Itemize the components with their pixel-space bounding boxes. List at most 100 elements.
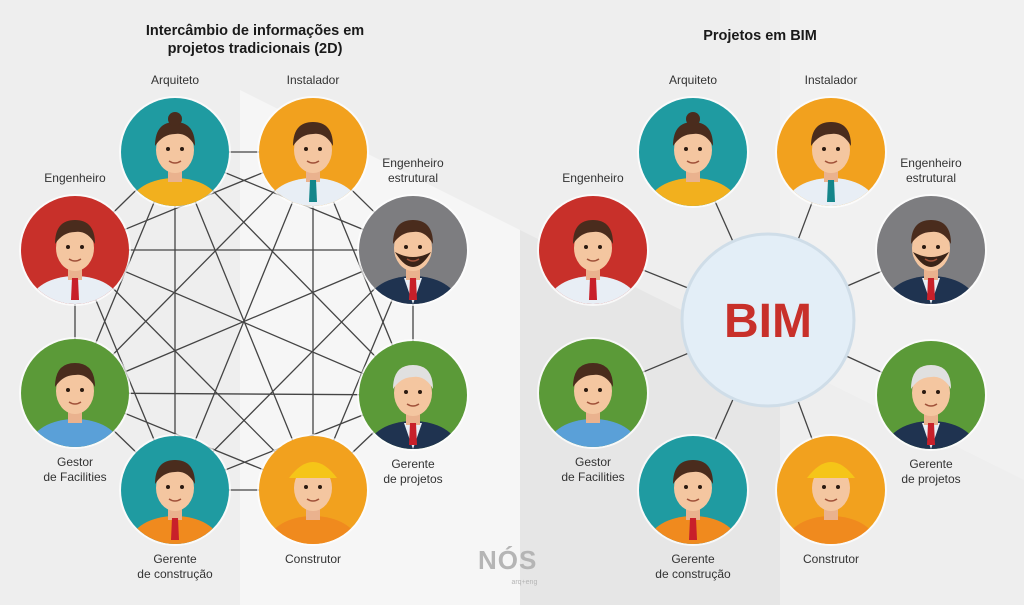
role-label-line: de projetos: [383, 472, 443, 486]
connection-line: [74, 249, 414, 394]
hair: [155, 460, 195, 484]
tie: [71, 278, 79, 300]
role-label-line: Engenheiro: [900, 156, 962, 170]
role-label-instalador-right: Instalador: [761, 73, 901, 88]
person-nodes: [19, 96, 987, 546]
avatar-arquiteto: [637, 96, 749, 208]
hair: [811, 122, 851, 146]
face: [912, 370, 950, 416]
logo-name: NÓS: [478, 545, 538, 575]
role-label-line: estrutural: [905, 171, 957, 185]
avatar-gerente-de-construcao: [119, 434, 231, 546]
tie: [589, 278, 597, 300]
body: [131, 516, 219, 544]
hair: [393, 220, 433, 244]
bim-hub-label: BIM: [724, 295, 812, 348]
role-label-line: Instalador: [804, 73, 858, 87]
avatar-engenheiro-estrutural: [875, 194, 987, 306]
role-label-line: Gerente: [391, 457, 435, 471]
role-label-line: de Facilities: [561, 470, 625, 484]
hair: [55, 220, 95, 244]
beard: [913, 252, 949, 267]
role-label-construtor-left: Construtor: [243, 552, 383, 567]
tie: [827, 180, 835, 202]
role-label-engenheiro-right: Engenheiro: [523, 171, 663, 186]
tie: [927, 278, 935, 300]
connection-line: [74, 151, 314, 394]
hard-hat: [807, 462, 855, 478]
face: [56, 368, 94, 414]
body: [649, 516, 737, 544]
hard-hat: [289, 462, 337, 478]
logo-tagline: arq+eng: [511, 579, 538, 586]
body: [649, 178, 737, 206]
hair: [673, 122, 713, 146]
body: [131, 178, 219, 206]
face: [294, 127, 332, 173]
face: [156, 465, 194, 511]
tie: [409, 423, 417, 445]
avatar-construtor: [257, 434, 369, 546]
beard: [395, 252, 431, 267]
face: [574, 225, 612, 271]
role-label-line: Arquiteto: [668, 73, 718, 87]
role-label-line: Gerente: [671, 552, 715, 566]
role-label-construtor-right: Construtor: [761, 552, 901, 567]
role-label-line: Instalador: [286, 73, 340, 87]
avatar-engenheiro-estrutural: [357, 194, 469, 306]
role-label-line: de construção: [655, 567, 731, 581]
role-label-line: de Facilities: [43, 470, 107, 484]
face: [674, 127, 712, 173]
avatar-arquiteto: [119, 96, 231, 208]
avatar-gerente-de-projetos: [875, 339, 987, 451]
role-label-line: estrutural: [387, 171, 439, 185]
role-label-line: de construção: [137, 567, 213, 581]
avatar-engenheiro: [537, 194, 649, 306]
role-label-arquiteto-right: Arquiteto: [623, 73, 763, 88]
avatar-engenheiro: [19, 194, 131, 306]
role-label-line: Construtor: [284, 552, 342, 566]
right-title: Projetos em BIM: [703, 28, 817, 44]
avatar-gestor-de-facilities: [19, 337, 131, 449]
tie: [689, 518, 697, 540]
role-label-line: Construtor: [802, 552, 860, 566]
hair: [55, 363, 95, 387]
body: [31, 276, 119, 304]
hair: [293, 122, 333, 146]
hair: [911, 365, 951, 389]
avatar-gerente-de-projetos: [357, 339, 469, 451]
face: [812, 127, 850, 173]
tie: [309, 180, 317, 202]
role-label-line: Gestor: [56, 455, 93, 469]
role-label-engenheiro-left: Engenheiro: [5, 171, 145, 186]
tie: [409, 278, 417, 300]
role-label-line: Gestor: [574, 455, 611, 469]
body: [31, 419, 119, 447]
role-label-line: Engenheiro: [562, 171, 624, 185]
body: [787, 178, 875, 206]
avatar-gerente-de-construcao: [637, 434, 749, 546]
connection-line: [74, 392, 414, 396]
face: [574, 368, 612, 414]
left-title: Intercâmbio de informações em projetos t…: [100, 22, 410, 58]
role-label-line: Engenheiro: [382, 156, 444, 170]
nos-logo: NÓS arq+eng: [478, 544, 537, 588]
role-label-line: Gerente: [153, 552, 197, 566]
role-label-instalador-left: Instalador: [243, 73, 383, 88]
hair: [911, 220, 951, 244]
tie: [171, 518, 179, 540]
face: [56, 225, 94, 271]
connection-line: [74, 249, 314, 491]
tie: [927, 423, 935, 445]
connection-line: [74, 249, 414, 396]
face: [394, 370, 432, 416]
body: [549, 276, 637, 304]
hair: [573, 220, 613, 244]
hair: [393, 365, 433, 389]
role-label-line: Arquiteto: [150, 73, 200, 87]
left-title-line2: projetos tradicionais (2D): [167, 41, 343, 57]
